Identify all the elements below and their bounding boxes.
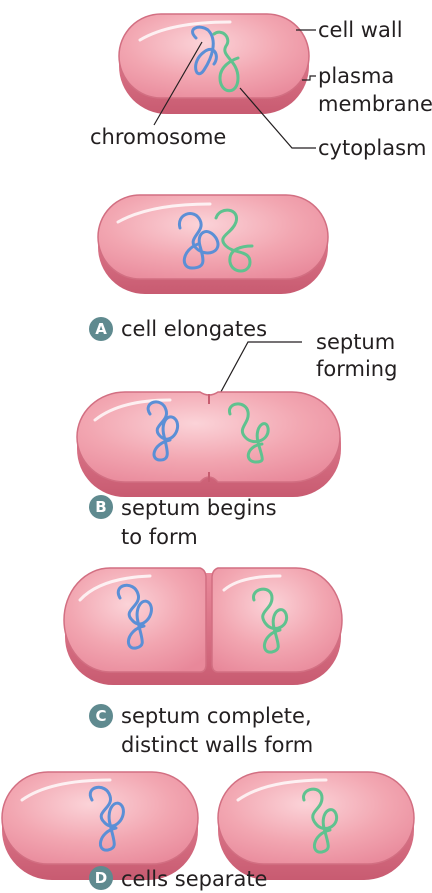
label-membrane: membrane	[318, 92, 432, 116]
step-c-text-line2: distinct walls form	[121, 733, 313, 757]
label-cytoplasm: cytoplasm	[318, 136, 427, 160]
cell-3	[77, 392, 341, 497]
step-a: A cell elongates	[89, 317, 267, 341]
cell-1	[119, 14, 309, 114]
cell-4-left	[64, 568, 206, 672]
label-chromosome: chromosome	[90, 125, 226, 149]
label-forming: forming	[316, 357, 397, 381]
step-c-letter: C	[95, 707, 106, 725]
step-b-text-line2: to form	[121, 525, 198, 549]
cell-2-body	[98, 195, 328, 279]
step-c-text-line1: septum complete,	[121, 704, 312, 728]
step-a-letter: A	[95, 320, 107, 338]
cell-4-left-body	[64, 568, 206, 672]
step-d-text: cells separate	[121, 867, 267, 891]
step-b-letter: B	[95, 498, 106, 516]
cell-5-right	[218, 772, 414, 880]
label-plasma: plasma	[318, 64, 394, 88]
cell-2	[98, 195, 328, 294]
label-septum: septum	[316, 330, 395, 354]
step-c: C septum complete, distinct walls form	[89, 704, 313, 757]
cell-5	[2, 772, 414, 880]
cell-4-right	[212, 568, 342, 672]
cell-1-body	[119, 14, 309, 98]
step-a-text: cell elongates	[121, 317, 267, 341]
cell-4	[64, 568, 342, 685]
step-b: B septum begins to form	[89, 495, 277, 549]
step-b-text-line1: septum begins	[121, 496, 277, 520]
label-cell-wall: cell wall	[318, 18, 403, 42]
cell-5-left	[2, 772, 198, 880]
cell-3-body	[77, 392, 340, 482]
step-d-letter: D	[95, 869, 107, 887]
